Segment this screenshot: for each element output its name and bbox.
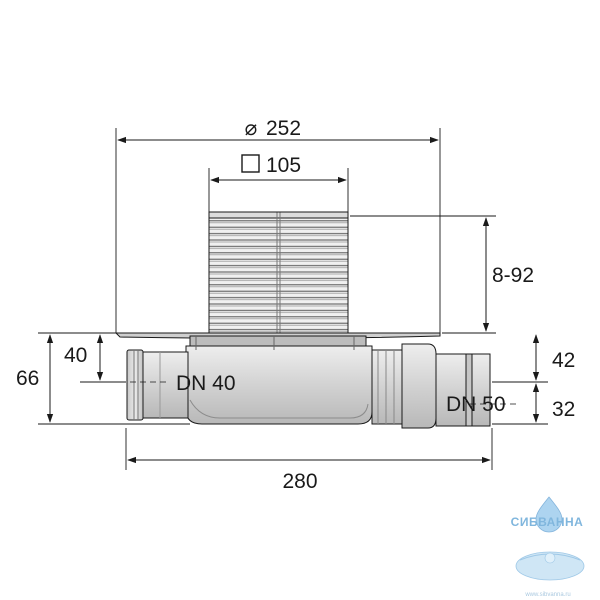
outlet-pipe: [435, 353, 491, 427]
extension-lines: [38, 128, 548, 470]
inlet-height-value: 40: [64, 344, 87, 367]
diameter-value: 252: [266, 117, 301, 140]
diameter-symbol: ⌀: [245, 117, 258, 140]
watermark-brand: СИБВАННА: [511, 515, 584, 529]
center-lines: [110, 381, 520, 405]
inlet-label: DN 40: [176, 372, 236, 395]
square-value: 105: [266, 154, 301, 177]
inlet-pipe: [139, 351, 189, 419]
total-height-value: 66: [16, 367, 39, 390]
total-length-value: 280: [282, 470, 317, 493]
drain-body: [114, 211, 491, 429]
ribbed-extension: [208, 215, 349, 334]
bathtub-icon: [515, 551, 585, 581]
square-symbol-icon: [241, 154, 260, 173]
water-drop-icon: [535, 496, 563, 533]
outlet-label: DN 50: [446, 393, 506, 416]
height-adjust-value: 8-92: [492, 264, 534, 287]
outlet-bottom-value: 32: [552, 398, 575, 421]
outlet-top-value: 42: [552, 349, 575, 372]
inlet-collar: [126, 349, 144, 421]
watermark-logo: СИБВАННА www.sibvanna.ru: [511, 496, 585, 598]
dimension-lines: [46, 136, 540, 464]
watermark-url: www.sibvanna.ru: [524, 592, 570, 598]
